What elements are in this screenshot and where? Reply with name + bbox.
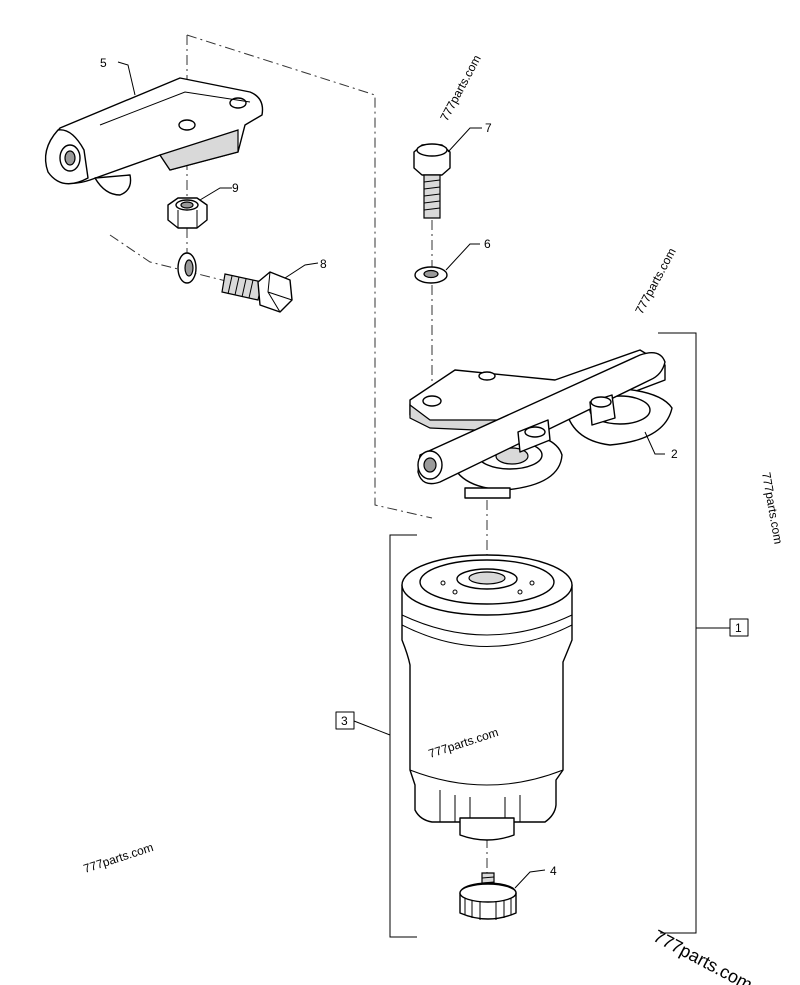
callout-3: 3	[341, 714, 348, 728]
filter-cartridge	[401, 554, 573, 841]
watermark-top: 777parts.com	[437, 53, 483, 124]
leader-lines	[117, 61, 665, 889]
mounting-bracket	[44, 77, 264, 196]
assembly-brackets	[353, 332, 730, 938]
callout-7: 7	[485, 121, 492, 135]
callout-1: 1	[735, 621, 742, 635]
callout-box-1	[729, 618, 749, 637]
bolt-horizontal	[221, 271, 293, 313]
nut	[167, 197, 208, 229]
watermark-right-upper: 777parts.com	[632, 246, 678, 317]
callout-5: 5	[100, 56, 107, 70]
callout-8: 8	[320, 257, 327, 271]
watermark-right-mid: 777parts.com	[759, 471, 785, 545]
bolt-vertical	[413, 143, 451, 219]
washer	[414, 266, 448, 284]
watermark-left-bottom: 777parts.com	[82, 840, 155, 876]
lock-washer	[177, 252, 197, 284]
callout-2: 2	[671, 447, 678, 461]
callout-box-3	[335, 711, 355, 730]
callout-6: 6	[484, 237, 491, 251]
drain-plug	[459, 872, 517, 920]
filter-head	[409, 349, 673, 499]
callout-9: 9	[232, 181, 239, 195]
callout-labels: 5 9 8 7 6 2 4 1 3	[100, 56, 749, 878]
callout-4: 4	[550, 864, 557, 878]
watermark-bottom-right: 777parts.com	[650, 926, 756, 985]
